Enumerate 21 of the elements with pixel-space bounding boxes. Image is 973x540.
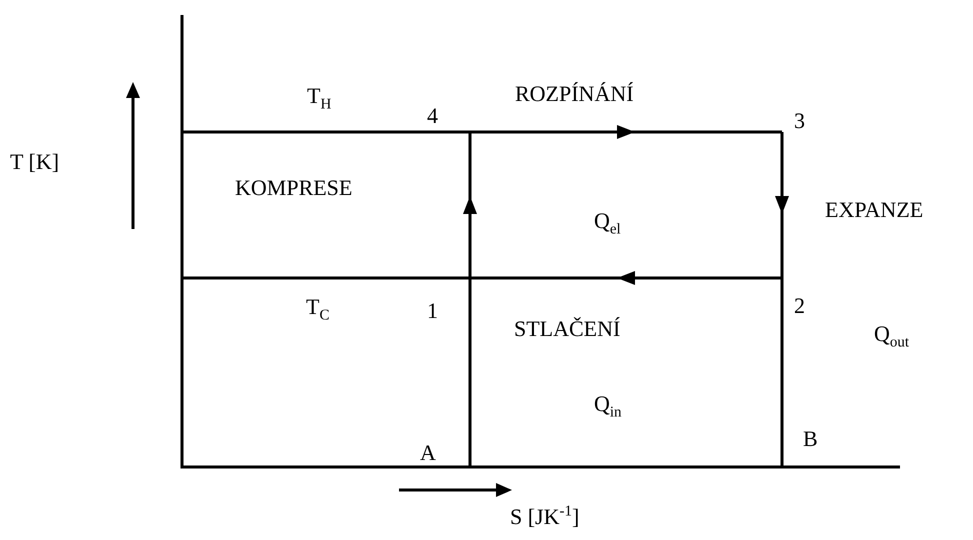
point-label: A xyxy=(420,441,436,466)
process-label: STLAČENÍ xyxy=(514,317,620,342)
cycle-arrow xyxy=(470,125,782,139)
heat-label: Q$_{in}$ xyxy=(594,392,622,416)
state-number: 2 xyxy=(794,295,805,317)
process-label: ROZPÍNÁNÍ xyxy=(515,82,634,106)
cycle-arrow xyxy=(463,132,477,278)
temperature-label: T$_{C}$ xyxy=(306,295,330,320)
cycle-arrow xyxy=(470,271,782,285)
heat-label: Q$_{out}$ xyxy=(874,322,909,346)
axis-label: T [K] xyxy=(10,150,60,174)
state-number: 4 xyxy=(427,105,438,127)
process-label: KOMPRESE xyxy=(235,176,352,200)
cycle-arrow xyxy=(775,132,789,278)
state-number: 3 xyxy=(794,110,805,132)
process-label: EXPANZE xyxy=(825,198,924,222)
point-label: B xyxy=(803,427,818,452)
heat-label: Q$_{el}$ xyxy=(594,209,621,234)
temperature-label: T$_{H}$ xyxy=(307,84,332,108)
state-number: 1 xyxy=(427,300,438,322)
axis-label: S [JK$^{-1}$] xyxy=(510,505,580,530)
